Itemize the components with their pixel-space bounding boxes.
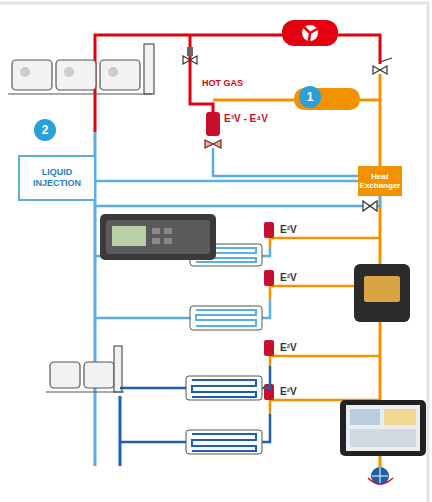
node-text-group: LIQUID INJECTION <box>22 167 92 189</box>
node-text: Heat Exchanger <box>359 172 401 190</box>
node-text: 2 <box>42 123 49 137</box>
node-text-group: 1 <box>307 90 314 104</box>
text-label: E²V <box>280 342 297 353</box>
liquid-injection-box: LIQUID INJECTION <box>18 155 96 201</box>
pipe-connector <box>96 180 358 183</box>
heat-exchanger-box: Heat Exchanger <box>358 166 402 196</box>
text-label: HOT GAS <box>202 78 243 88</box>
node-text-group: Heat Exchanger <box>359 172 401 190</box>
callout-circle: 2 <box>34 119 56 141</box>
text-label: E²V <box>280 272 297 283</box>
callout-circle: 1 <box>299 86 321 108</box>
node-text: 1 <box>307 90 314 104</box>
text-label: E²V <box>280 224 297 235</box>
node-text-group: 2 <box>42 123 49 137</box>
text-label: E²V <box>280 386 297 397</box>
node-text: LIQUID INJECTION <box>22 167 92 189</box>
text-label: E³V - E⁴V <box>224 113 268 124</box>
